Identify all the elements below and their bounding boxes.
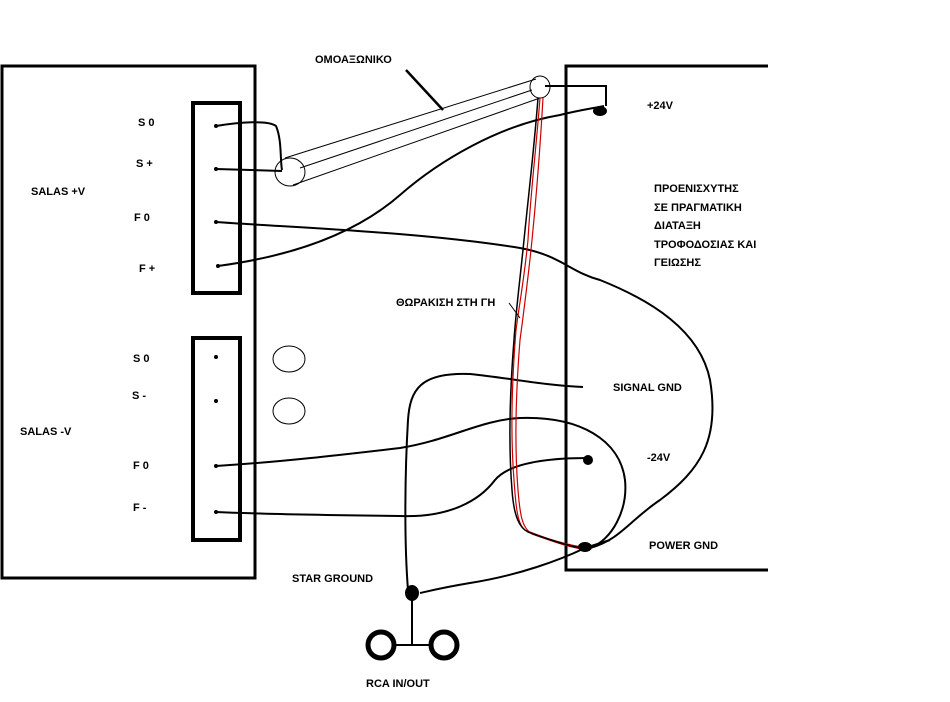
preamp-note-line-2: ΣΕ ΠΡΑΓΜΑΤΙΚΗ [654,202,742,214]
pin-label-pos-1: S 0 [138,117,155,129]
minus24-label: -24V [647,452,671,464]
salas-pos-label: SALAS +V [31,186,86,198]
pin-label-neg-2: S - [132,390,147,402]
preamp-note-line-5: ΓΕΙΩΣΗΣ [654,257,701,269]
terminal-block-negative [191,336,242,542]
mount-hole-2 [272,397,306,425]
solder-joints [405,106,607,601]
coax-cable [274,75,551,187]
pin-label-pos-3: F 0 [134,212,150,224]
terminal-dot [214,355,218,359]
shield-pointer [508,302,521,319]
preamp-note-line-4: ΤΡΟΦΟΔΟΣΙΑΣ ΚΑΙ [654,239,757,251]
salas-neg-label: SALAS -V [20,426,72,438]
pin-label-neg-4: F - [133,502,147,514]
terminal-dot [214,399,218,403]
salas-supply-box [0,64,257,580]
pin-label-neg-3: F 0 [133,460,149,472]
pin-label-neg-1: S 0 [133,353,150,365]
plus24-label: +24V [647,100,673,112]
pin-label-pos-4: F + [139,263,156,275]
star-ground-label: STAR GROUND [292,573,374,585]
coax-label: ΟΜΟΑΞΩΝΙΚΟ [315,54,392,66]
pin-label-pos-2: S + [136,158,153,170]
rca-label: RCA IN/OUT [366,678,430,690]
wires [215,85,714,646]
power-gnd-label: POWER GND [649,540,719,552]
rca-connector-left [365,629,397,661]
coax-pointer [405,69,444,111]
signal-gnd-label: SIGNAL GND [613,382,682,394]
shield-wire [511,97,591,551]
mount-hole-1 [272,345,306,373]
shield-label: ΘΩΡΑΚΙΣΗ ΣΤΗ ΓΗ [396,297,496,309]
preamp-box [564,64,768,572]
preamp-note-line-3: ΔΙΑΤΑΞΗ [654,220,701,232]
rca-connector-right [428,629,460,661]
terminal-block-positive [191,101,242,295]
preamp-note-line-1: ΠΡΟΕΝΙΣΧΥΤΗΣ [654,183,739,195]
shield-wire-black [509,97,591,551]
